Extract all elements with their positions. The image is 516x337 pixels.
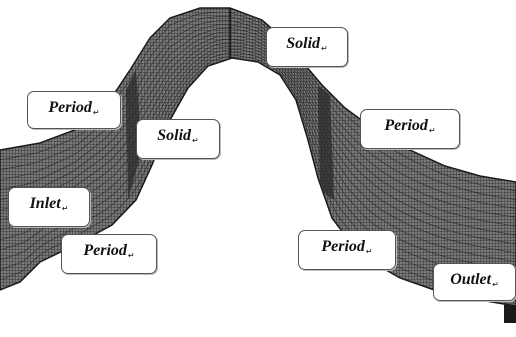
- label-text: Period: [83, 242, 127, 259]
- mesh-line: [0, 42, 516, 263]
- label-text: Solid: [157, 127, 192, 144]
- label-period-lower-right: Period↵: [298, 230, 396, 270]
- return-mark-icon: ↵: [92, 108, 100, 117]
- label-text: Inlet: [29, 195, 61, 212]
- label-solid-top: Solid↵: [266, 27, 348, 67]
- mesh-line: [0, 27, 516, 227]
- solid-region-band: [126, 70, 142, 200]
- label-inlet: Inlet↵: [8, 187, 90, 227]
- mesh-line: [0, 24, 516, 218]
- solid-region-band: [318, 85, 334, 200]
- label-text: Period: [384, 117, 428, 134]
- label-text: Outlet: [450, 271, 492, 288]
- label-period-lower-left: Period↵: [61, 234, 157, 274]
- return-mark-icon: ↵: [321, 44, 328, 53]
- label-outlet: Outlet↵: [433, 263, 516, 301]
- label-text: Period: [48, 99, 92, 116]
- return-mark-icon: ↵: [365, 247, 373, 256]
- label-period-upper-left: Period↵: [27, 91, 121, 129]
- return-mark-icon: ↵: [428, 126, 436, 135]
- return-mark-icon: ↵: [492, 280, 499, 289]
- return-mark-icon: ↵: [61, 204, 69, 213]
- label-solid-middle: Solid↵: [136, 119, 220, 159]
- return-mark-icon: ↵: [192, 136, 199, 145]
- mesh-line: [0, 31, 516, 236]
- mesh-line: [0, 39, 516, 254]
- label-text: Period: [321, 238, 365, 255]
- mesh-line: [0, 35, 516, 245]
- outlet-dark-block: [504, 305, 516, 323]
- return-mark-icon: ↵: [127, 251, 135, 260]
- label-text: Solid: [286, 35, 321, 52]
- label-period-upper-right: Period↵: [360, 109, 460, 149]
